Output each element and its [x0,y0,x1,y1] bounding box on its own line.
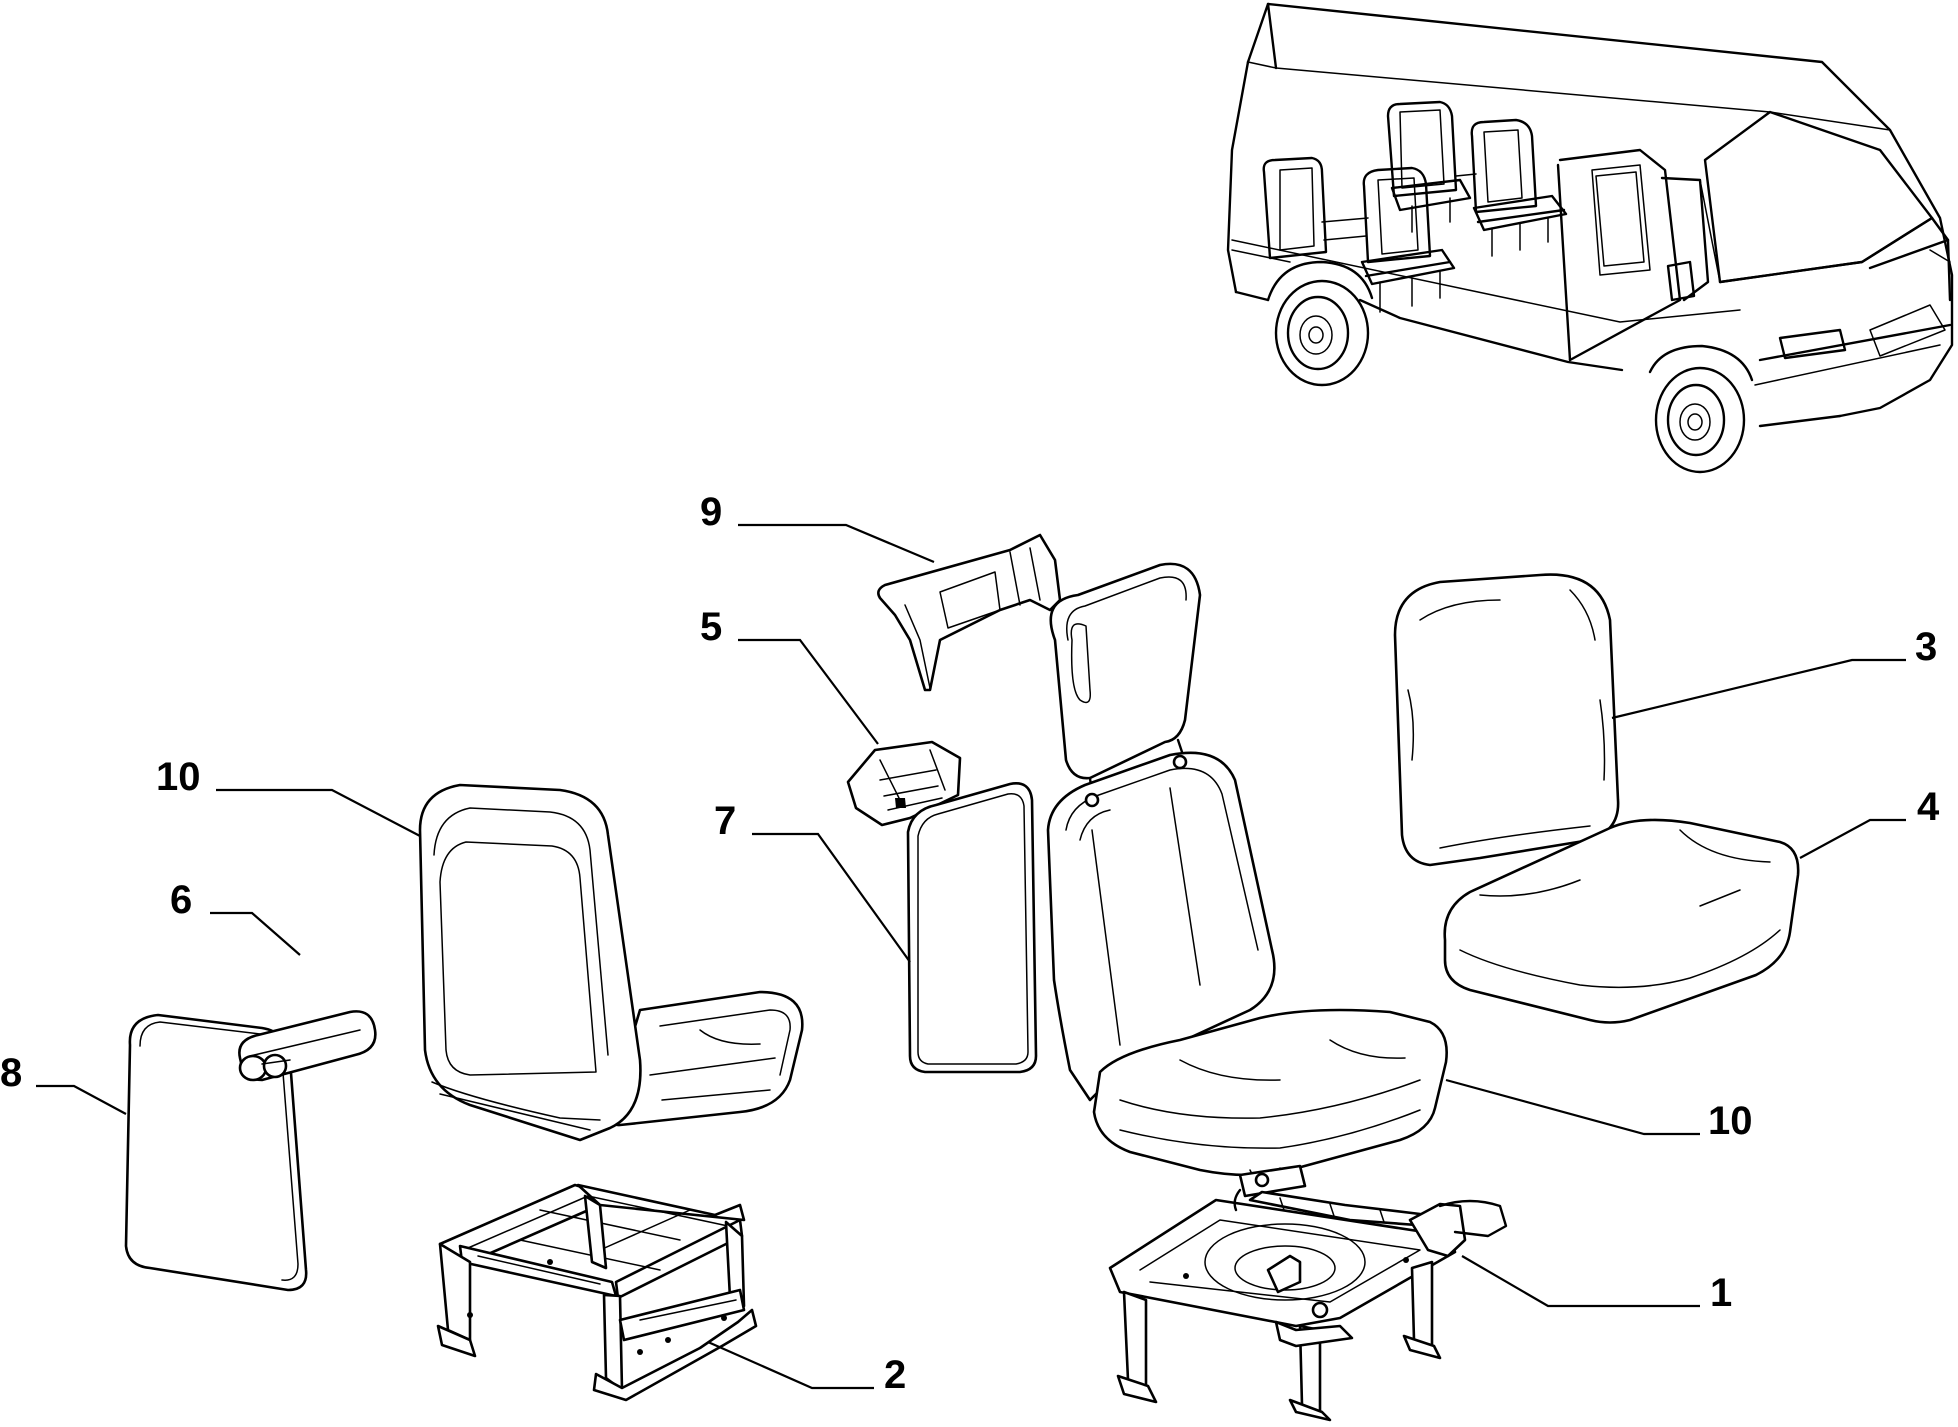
callout-6-label: 6 [170,878,192,922]
callout-3-label: 3 [1915,625,1937,669]
callout-3: 3 [1611,625,1937,720]
callout-9-label: 9 [700,490,722,534]
part-2-seat-base [436,1183,758,1402]
callout-10-left-label: 10 [156,755,201,799]
part-3-backrest-cover [1393,573,1620,867]
part-8-back-shell [124,1013,308,1292]
part-10-seat-right [1046,562,1448,1198]
callout-8: 8 [0,1051,127,1115]
callout-4-label: 4 [1917,785,1940,829]
part-7-back-panel [906,782,1038,1074]
part-9-headrest-frame [877,533,1062,692]
callout-2-label: 2 [884,1353,906,1397]
callout-10-left: 10 [156,755,421,837]
part-5-lumbar-pad [846,740,962,827]
callout-2: 2 [707,1340,906,1397]
part-10-seat-left [418,783,804,1142]
part-4-cushion-cover [1443,818,1800,1024]
callout-7-label: 7 [714,799,736,843]
part-6-armrest [238,1010,377,1082]
callout-10-right: 10 [1445,1078,1753,1143]
part-1-swivel-base [1108,1188,1508,1422]
callout-5: 5 [700,605,879,745]
callout-6: 6 [170,878,301,956]
callout-10-right-label: 10 [1708,1099,1753,1143]
callout-1: 1 [1461,1255,1732,1315]
callout-4: 4 [1799,785,1940,859]
callout-1-label: 1 [1710,1271,1732,1315]
callout-8-label: 8 [0,1051,22,1095]
van-illustration [1226,2,1954,474]
callout-5-label: 5 [700,605,722,649]
callout-9: 9 [700,490,935,564]
callout-7: 7 [714,799,911,963]
